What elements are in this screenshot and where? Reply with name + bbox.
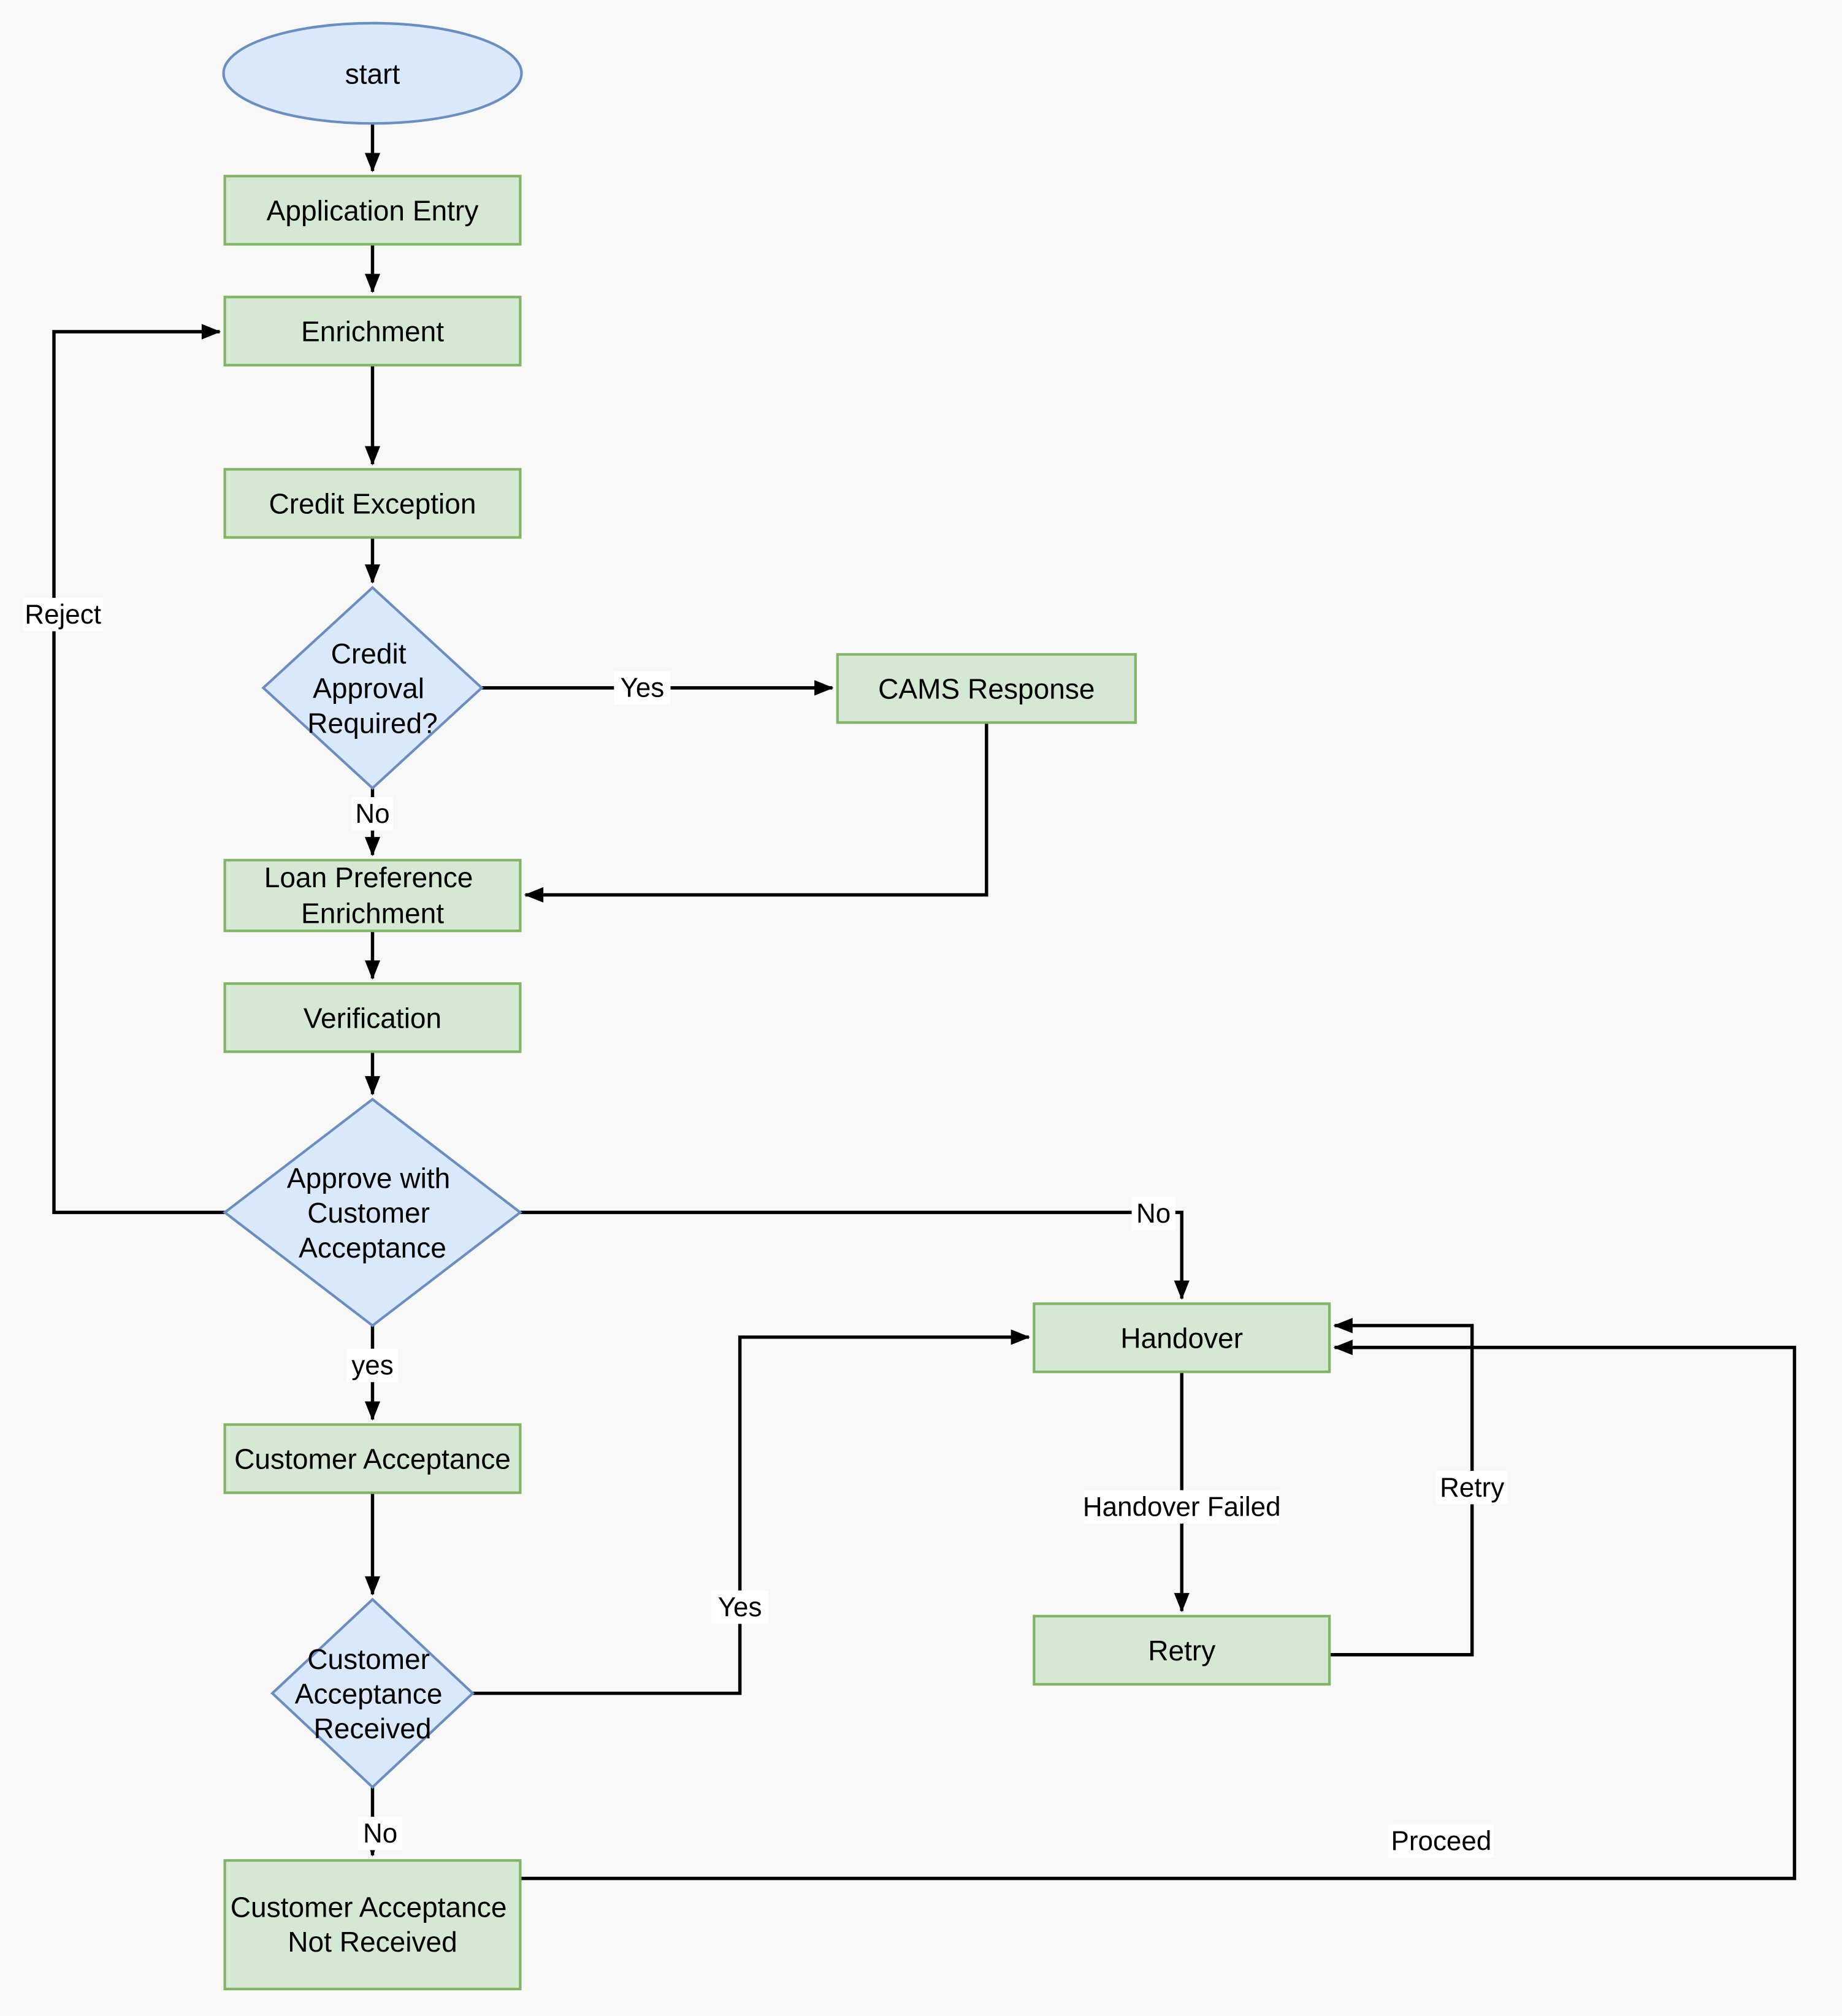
node-application-entry: Application Entry bbox=[223, 175, 522, 246]
application-entry-box bbox=[223, 175, 522, 246]
credit-no-label: No bbox=[355, 799, 389, 829]
approve-yes-label: yes bbox=[351, 1351, 393, 1381]
start-ellipse bbox=[222, 21, 523, 125]
reject-label-bg bbox=[23, 598, 103, 632]
received-yes-label: Yes bbox=[718, 1592, 762, 1622]
handover-label: Handover bbox=[1120, 1323, 1243, 1354]
node-cams-response: CAMS Response bbox=[836, 653, 1137, 724]
node-credit-approval-required: Credit Approval Required? bbox=[261, 586, 484, 790]
edge-reject-loop-to-enrichment bbox=[52, 324, 225, 1215]
retry-box bbox=[1033, 1614, 1331, 1686]
credit-exception-label: Credit Exception bbox=[269, 488, 476, 520]
received-no-label: No bbox=[363, 1819, 397, 1849]
loan-preference-box bbox=[223, 858, 522, 933]
edge-received-yes-to-handover bbox=[472, 1329, 1031, 1695]
node-enrichment: Enrichment bbox=[223, 296, 522, 367]
handover-box bbox=[1033, 1302, 1331, 1373]
enrichment-box bbox=[223, 296, 522, 367]
cams-response-box bbox=[836, 653, 1137, 724]
received-decision-label: Customer Acceptance Received bbox=[295, 1643, 451, 1744]
node-credit-exception: Credit Exception bbox=[223, 468, 522, 539]
customer-acceptance-box bbox=[223, 1423, 522, 1494]
approve-decision-diamond bbox=[223, 1098, 522, 1327]
customer-acceptance-label: Customer Acceptance bbox=[234, 1443, 511, 1475]
not-received-box bbox=[223, 1859, 522, 1991]
enrichment-label: Enrichment bbox=[301, 316, 444, 348]
received-no-label-bg bbox=[358, 1816, 402, 1850]
loan-preference-label: Loan Preference Enrichment bbox=[264, 861, 481, 930]
approve-no-label-bg bbox=[1131, 1197, 1175, 1231]
handover-failed-label: Handover Failed bbox=[1083, 1492, 1281, 1522]
approve-decision-label: Approve with Customer Acceptance bbox=[287, 1163, 458, 1264]
retry-label: Retry bbox=[1148, 1635, 1215, 1667]
retry-loop-label: Retry bbox=[1440, 1473, 1504, 1503]
credit-exception-box bbox=[223, 468, 522, 539]
retry-loop-label-bg bbox=[1436, 1470, 1508, 1505]
verification-box bbox=[223, 982, 522, 1053]
node-approve-with-customer-acceptance: Approve with Customer Acceptance bbox=[223, 1098, 522, 1327]
node-customer-acceptance-received: Customer Acceptance Received bbox=[270, 1597, 475, 1789]
handover-failed-label-bg bbox=[1084, 1490, 1280, 1524]
edge-approve-no-to-handover bbox=[520, 1210, 1190, 1300]
proceed-label: Proceed bbox=[1391, 1826, 1492, 1856]
received-yes-label-bg bbox=[711, 1590, 768, 1624]
approve-yes-label-bg bbox=[346, 1348, 399, 1383]
application-entry-label: Application Entry bbox=[267, 195, 479, 227]
approve-no-label: No bbox=[1136, 1199, 1171, 1229]
cams-response-label: CAMS Response bbox=[878, 673, 1095, 705]
not-received-label: Customer Acceptance Not Received bbox=[231, 1892, 515, 1958]
credit-approval-label: Credit Approval Required? bbox=[307, 638, 438, 739]
credit-no-label-bg bbox=[351, 797, 394, 831]
received-decision-diamond bbox=[270, 1597, 475, 1789]
edge-proceed-to-handover bbox=[520, 1340, 1797, 1880]
edge-cams-to-loan-preference bbox=[524, 722, 988, 903]
start-label: start bbox=[345, 58, 400, 90]
reject-label: Reject bbox=[25, 600, 101, 630]
node-loan-preference-enrichment: Loan Preference Enrichment bbox=[223, 858, 522, 933]
node-customer-acceptance: Customer Acceptance bbox=[223, 1423, 522, 1494]
node-retry: Retry bbox=[1033, 1614, 1331, 1686]
edge-labels: Yes No Reject yes No Yes No Handover Fai… bbox=[23, 598, 1508, 1858]
proceed-label-bg bbox=[1388, 1824, 1494, 1858]
credit-yes-label: Yes bbox=[621, 673, 665, 703]
node-verification: Verification bbox=[223, 982, 522, 1053]
node-customer-acceptance-not-received: Customer Acceptance Not Received bbox=[223, 1859, 522, 1991]
verification-label: Verification bbox=[304, 1002, 441, 1034]
node-start: start bbox=[222, 21, 523, 125]
node-handover: Handover bbox=[1033, 1302, 1331, 1373]
credit-approval-diamond bbox=[261, 586, 484, 790]
credit-yes-label-bg bbox=[614, 671, 671, 705]
